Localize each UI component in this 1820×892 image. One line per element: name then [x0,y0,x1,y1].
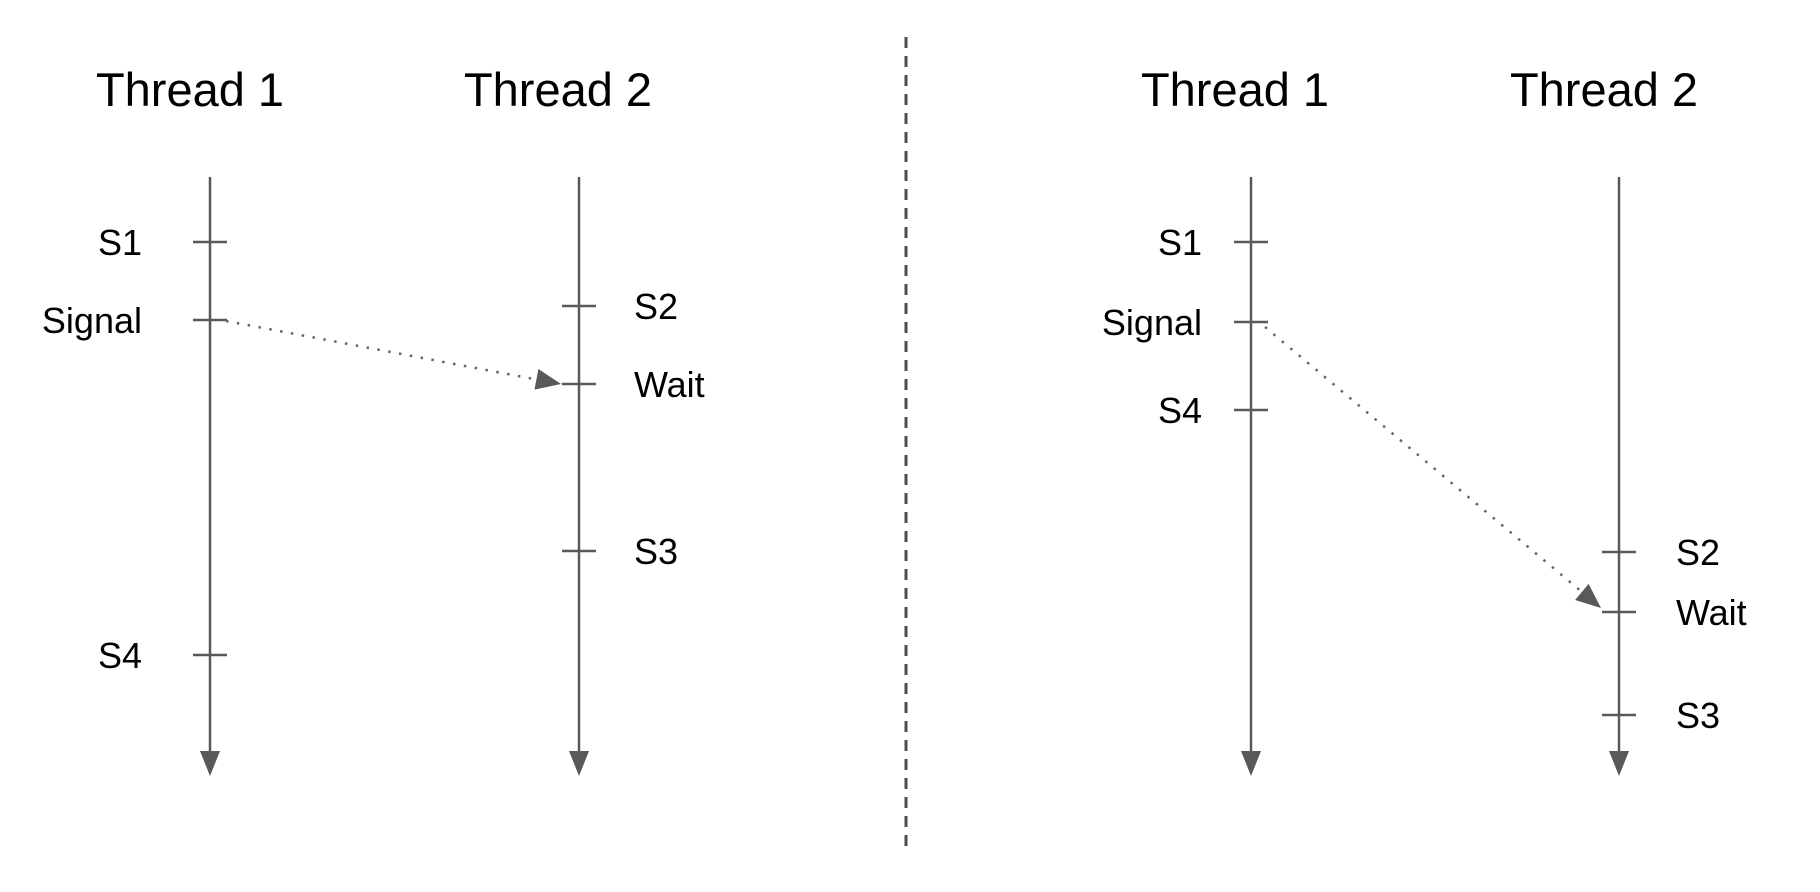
right-s4-label: S4 [1158,390,1202,431]
right-thread1-title: Thread 1 [1141,63,1329,116]
diagram-left: Thread 1 Thread 2 S1 Signal S4 S2 Wait S… [42,63,705,776]
right-wait-label: Wait [1676,592,1747,633]
right-s1-label: S1 [1158,222,1202,263]
diagram-right: Thread 1 Thread 2 S1 Signal S4 S2 Wait S… [1102,63,1747,776]
right-thread2-lifeline-arrowhead-icon [1609,751,1629,776]
right-thread1-lifeline-arrowhead-icon [1241,751,1261,776]
left-s2-label: S2 [634,286,678,327]
left-thread1-lifeline-arrowhead-icon [200,751,220,776]
left-wait-label: Wait [634,364,705,405]
right-thread2-title: Thread 2 [1510,63,1698,116]
left-thread1-title: Thread 1 [96,63,284,116]
left-s3-label: S3 [634,531,678,572]
left-signal-label: Signal [42,300,142,341]
right-signal-label: Signal [1102,302,1202,343]
left-signal-arrowhead-icon [534,369,561,390]
left-s4-label: S4 [98,635,142,676]
right-signal-to-wait-dotted-line [1264,326,1583,593]
right-s3-label: S3 [1676,695,1720,736]
left-s1-label: S1 [98,222,142,263]
right-signal-arrowhead-icon [1575,583,1601,608]
left-thread2-title: Thread 2 [464,63,652,116]
left-thread2-lifeline-arrowhead-icon [569,751,589,776]
left-signal-to-wait-dotted-line [225,319,535,381]
right-s2-label: S2 [1676,532,1720,573]
